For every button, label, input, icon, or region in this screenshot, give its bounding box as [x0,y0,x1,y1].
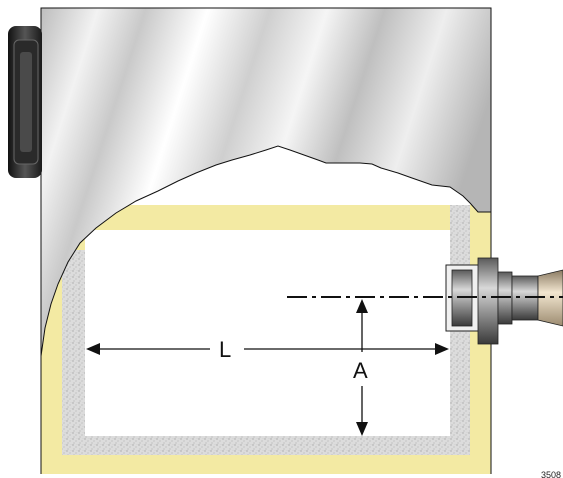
steel-shell [40,7,492,357]
length-label: L [219,337,231,362]
sensor-fitting [445,257,563,345]
length-dimension [86,343,449,355]
tank-interior-upper [85,230,450,268]
height-dimension [356,299,368,436]
reference-number: 3508 [541,470,561,478]
side-knob [8,26,42,178]
tank-interior [85,268,450,436]
height-label: A [353,358,368,383]
